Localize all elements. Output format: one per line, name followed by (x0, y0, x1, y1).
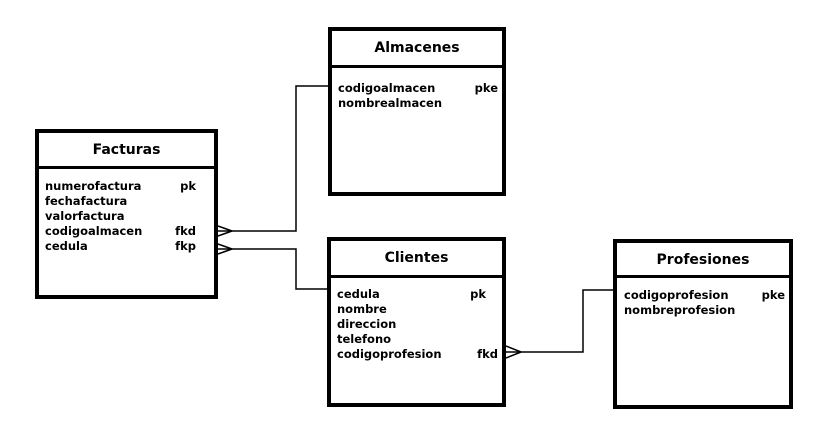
relationship-facturas-clientes (217, 243, 327, 290)
entity-profesiones[interactable]: Profesiones codigoprofesion pke nombrepr… (613, 239, 793, 409)
attribute-key: fkd (175, 224, 196, 238)
attribute-row: codigoalmacen pke (338, 81, 498, 96)
attribute-row: direccion (337, 317, 498, 332)
attribute-row: nombre (337, 302, 498, 317)
attribute-name: valorfactura (45, 209, 125, 223)
attribute-key: pk (180, 179, 196, 193)
entity-title: Clientes (331, 241, 502, 278)
attribute-name: nombreprofesion (624, 303, 736, 317)
relationship-facturas-almacenes (217, 85, 328, 237)
attribute-name: codigoprofesion (624, 288, 729, 302)
attribute-row: cedula fkp (45, 239, 208, 254)
attribute-name: nombre (337, 302, 387, 316)
attribute-key: pke (474, 81, 498, 95)
entity-title: Almacenes (332, 31, 502, 68)
attribute-name: direccion (337, 317, 397, 331)
attribute-row: nombrealmacen (338, 96, 498, 111)
attribute-name: fechafactura (45, 194, 128, 208)
attribute-row: codigoprofesion fkd (337, 347, 498, 362)
attribute-list: codigoprofesion pke nombreprofesion (617, 278, 789, 318)
attribute-name: cedula (45, 239, 88, 253)
entity-facturas[interactable]: Facturas numerofactura pk fechafactura v… (35, 129, 218, 299)
attribute-name: codigoalmacen (338, 81, 436, 95)
attribute-name: codigoalmacen (45, 224, 143, 238)
attribute-row: codigoprofesion pke (624, 288, 785, 303)
attribute-key: fkd (477, 347, 498, 361)
attribute-name: numerofactura (45, 179, 142, 193)
attribute-list: cedula pk nombre direccion telefono codi… (331, 278, 502, 362)
entity-title: Facturas (39, 133, 214, 169)
attribute-name: nombrealmacen (338, 96, 443, 110)
attribute-row: fechafactura (45, 194, 208, 209)
attribute-list: codigoalmacen pke nombrealmacen (332, 68, 502, 111)
entity-almacenes[interactable]: Almacenes codigoalmacen pke nombrealmace… (328, 27, 506, 196)
attribute-row: telefono (337, 332, 498, 347)
attribute-list: numerofactura pk fechafactura valorfactu… (39, 169, 214, 254)
attribute-row: cedula pk (337, 287, 498, 302)
attribute-row: codigoalmacen fkd (45, 224, 208, 239)
attribute-row: numerofactura pk (45, 179, 208, 194)
attribute-name: telefono (337, 332, 392, 346)
attribute-name: codigoprofesion (337, 347, 442, 361)
attribute-name: cedula (337, 287, 380, 301)
entity-clientes[interactable]: Clientes cedula pk nombre direccion tele… (327, 237, 506, 407)
attribute-row: nombreprofesion (624, 303, 785, 318)
relationship-clientes-profesiones (505, 289, 613, 359)
attribute-key: pk (470, 287, 486, 301)
entity-title: Profesiones (617, 243, 789, 278)
attribute-row: valorfactura (45, 209, 208, 224)
attribute-key: pke (761, 288, 785, 302)
attribute-key: fkp (175, 239, 196, 253)
